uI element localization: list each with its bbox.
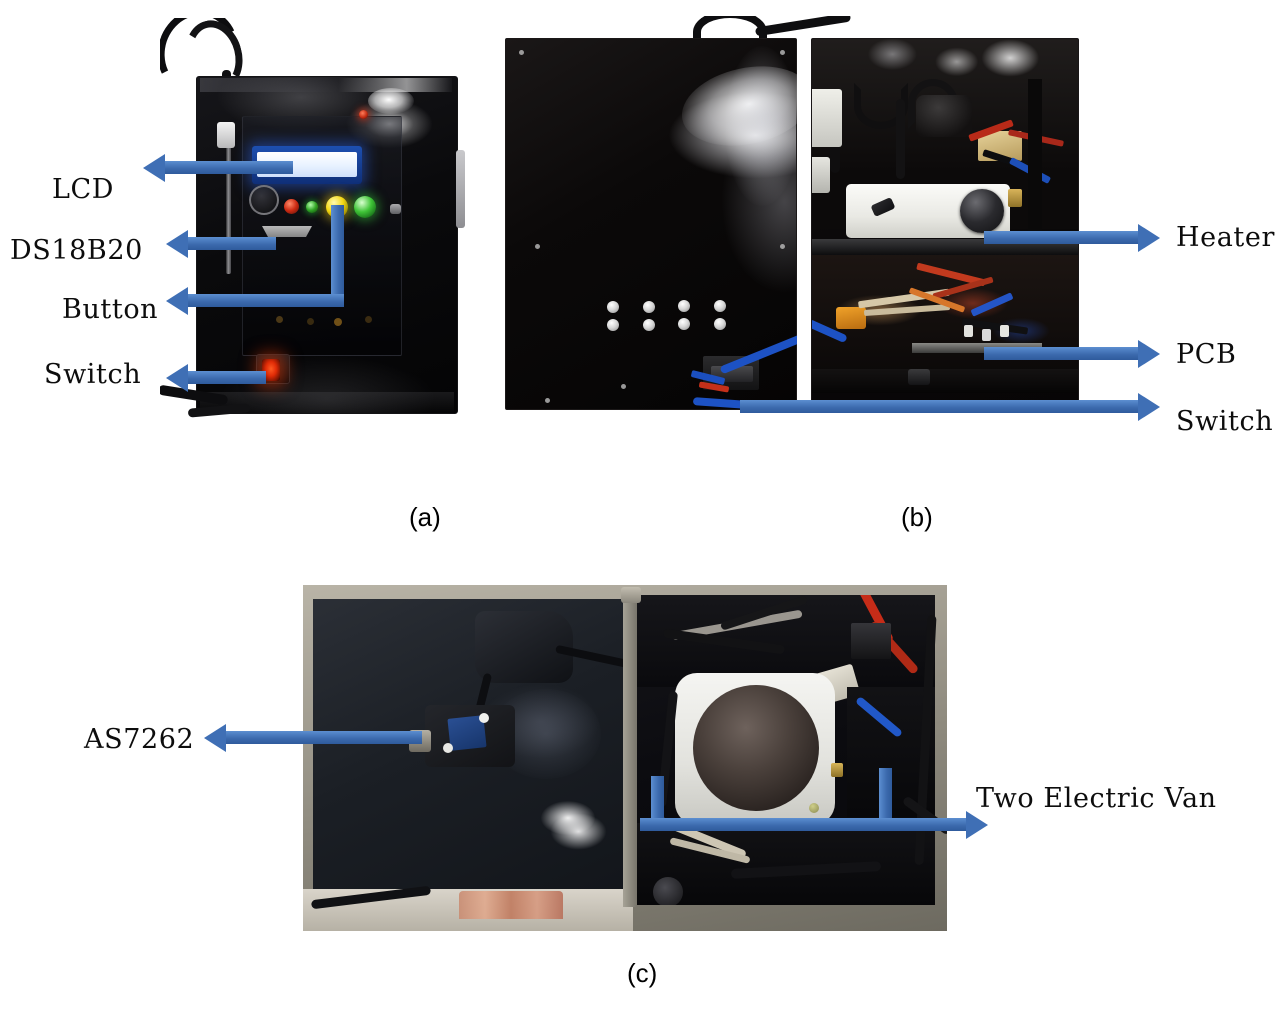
arrow-head-two-electric-van <box>966 810 988 839</box>
lower-bracket <box>812 369 1078 393</box>
arrow-shaft-button-vertical <box>331 205 344 301</box>
vent-hole-6 <box>643 319 655 331</box>
vent-hole-2 <box>643 301 655 313</box>
hinge-cap <box>621 587 641 603</box>
ds18b20-probe <box>226 136 231 274</box>
side-latch <box>456 150 465 228</box>
vent-slot <box>262 226 312 237</box>
arrow-head-switch-a <box>166 363 188 392</box>
bottom-latch <box>908 369 930 385</box>
screw-bc <box>621 384 626 389</box>
heater-knob[interactable] <box>960 189 1004 233</box>
enclosure-base-shadow <box>200 392 454 414</box>
arrow-shaft-button-horizontal <box>188 294 344 307</box>
xt-connector-orange[interactable] <box>836 307 866 329</box>
arrow-head-switch-b <box>1138 392 1160 421</box>
gold-connector <box>1008 189 1022 207</box>
arrow-stub-fan-right <box>879 768 892 824</box>
arrow-head-lcd <box>143 153 165 182</box>
arrow-shaft-lcd <box>165 161 293 174</box>
pcb-terminal-2 <box>982 329 991 341</box>
sensor-pad-1 <box>479 713 489 723</box>
vent-hole-1 <box>607 301 619 313</box>
arrow-head-heater <box>1138 223 1160 252</box>
electric-fan <box>693 685 819 811</box>
label-pcb: PCB <box>1176 339 1237 370</box>
label-switch-a: Switch <box>44 359 142 390</box>
arrow-head-ds18b20 <box>166 229 188 258</box>
vent-hole-3 <box>678 300 690 312</box>
screw-mr <box>780 244 785 249</box>
button-led-green-small[interactable] <box>306 201 318 213</box>
screw-tl <box>519 50 524 55</box>
lid-glare <box>541 801 595 835</box>
top-cable-run <box>754 16 852 37</box>
indicator-dot-7 <box>365 316 372 323</box>
label-ds18b20: DS18B20 <box>10 235 143 266</box>
arrow-shaft-pcb <box>984 347 1138 360</box>
arrow-shaft-two-electric-van <box>640 818 966 831</box>
white-connector-left-2 <box>812 157 830 193</box>
indicator-dot-5 <box>307 318 314 325</box>
glare-highlight <box>368 88 414 114</box>
pcb-terminal-1 <box>964 325 973 337</box>
indicator-dot-4 <box>276 316 283 323</box>
screw-tr <box>780 50 785 55</box>
right-bracket <box>1028 79 1042 239</box>
arrow-head-as7262 <box>204 723 226 752</box>
screw-ml <box>535 244 540 249</box>
label-heater: Heater <box>1176 222 1275 253</box>
lower-compartment-c <box>635 823 935 905</box>
ds18b20-probe-tip <box>217 122 235 148</box>
vent-hole-4 <box>714 300 726 312</box>
screw-bl <box>545 398 550 403</box>
white-connector-left <box>812 89 842 147</box>
sensor-aperture <box>249 185 279 215</box>
panel-gap <box>797 38 811 410</box>
arrow-stub-fan-left <box>651 776 664 824</box>
indicator-dot-6 <box>334 318 342 326</box>
vent-hole-8 <box>714 318 726 330</box>
subcaption-b: (b) <box>901 502 933 532</box>
photo-panel-c <box>303 585 947 931</box>
tubing-4 <box>896 99 905 179</box>
vent-hole-7 <box>678 318 690 330</box>
hinge-post <box>623 591 637 907</box>
label-lcd: LCD <box>52 174 115 205</box>
vent-hole-5 <box>607 319 619 331</box>
label-switch-b: Switch <box>1176 406 1274 437</box>
arrow-shaft-ds18b20 <box>188 237 276 250</box>
button-led-red[interactable] <box>284 199 299 214</box>
terminal-block-c <box>851 623 891 659</box>
motor-cylinder <box>916 95 972 137</box>
door-reflection-2 <box>725 46 799 206</box>
enclosure-top-highlight <box>200 78 452 92</box>
label-button: Button <box>62 294 159 325</box>
pilot-led-red <box>359 110 368 119</box>
pcb-board <box>912 343 1042 353</box>
arrow-shaft-switch-b <box>740 400 1138 413</box>
fingers <box>459 891 563 919</box>
label-as7262: AS7262 <box>84 724 195 755</box>
fan-screw-1 <box>809 803 819 813</box>
sensor-pad-2 <box>443 743 453 753</box>
button-led-green[interactable] <box>354 196 376 218</box>
gold-tab-c <box>831 763 843 777</box>
arrow-head-button <box>166 286 188 315</box>
photo-panel-b <box>503 16 1083 436</box>
right-compartment-c <box>635 595 935 905</box>
arrow-shaft-heater <box>984 231 1138 244</box>
subcaption-c: (c) <box>627 958 658 988</box>
subcaption-a: (a) <box>409 502 441 532</box>
bottom-knob-c <box>653 877 683 905</box>
pcb-terminal-3 <box>1000 325 1009 337</box>
panel-nub <box>390 204 401 214</box>
power-switch[interactable] <box>262 359 280 381</box>
arrow-head-pcb <box>1138 339 1160 368</box>
arrow-shaft-as7262 <box>226 731 422 744</box>
arrow-shaft-switch-a <box>188 371 266 384</box>
label-two-electric-van: Two Electric Van <box>976 783 1217 814</box>
